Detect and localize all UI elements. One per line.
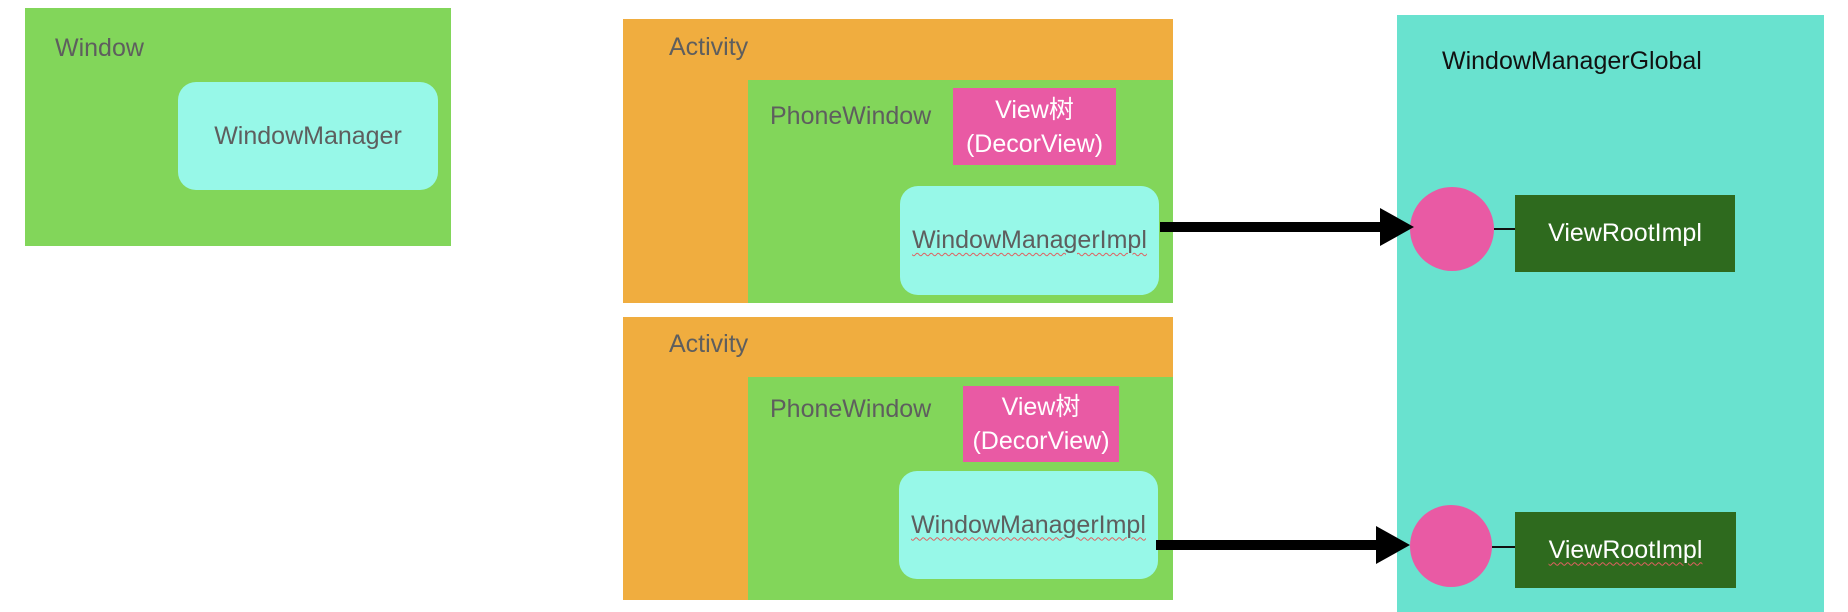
root-node-circle-2 xyxy=(1410,505,1492,587)
window-manager-label: WindowManager xyxy=(214,121,402,150)
view-tree-box-2: View树 (DecorView) xyxy=(963,386,1119,462)
arrow-1 xyxy=(1160,208,1414,246)
window-manager-global-title: WindowManagerGlobal xyxy=(1442,47,1702,75)
decor-view-label-2: (DecorView) xyxy=(972,427,1110,455)
phone-window-title-1: PhoneWindow xyxy=(770,102,932,130)
view-tree-label-2: View树 xyxy=(1001,393,1081,421)
window-manager-global-box: WindowManagerGlobal ViewRootImpl ViewRoo… xyxy=(1397,15,1824,612)
view-root-impl-label-1: ViewRootImpl xyxy=(1548,219,1702,247)
phone-window-title-2: PhoneWindow xyxy=(770,395,932,423)
arrow-2-head xyxy=(1376,526,1410,564)
view-root-impl-box-1: ViewRootImpl xyxy=(1515,195,1735,272)
arrow-1-head xyxy=(1380,208,1414,246)
window-manager-impl-box-1: WindowManagerImpl xyxy=(900,186,1159,295)
window-manager-impl-label-2: WindowManagerImpl xyxy=(911,510,1146,539)
window-manager-impl-box-2: WindowManagerImpl xyxy=(899,471,1158,579)
phone-window-box-1: PhoneWindow View树 (DecorView) WindowMana… xyxy=(748,80,1173,303)
view-tree-box-1: View树 (DecorView) xyxy=(953,88,1116,165)
view-tree-label-1: View树 xyxy=(995,95,1074,124)
arrow-2 xyxy=(1156,526,1410,564)
view-root-impl-box-2: ViewRootImpl xyxy=(1515,512,1736,588)
activity-box-1: Activity PhoneWindow View树 (DecorView) W… xyxy=(623,19,1173,303)
activity-box-2: Activity PhoneWindow View树 (DecorView) W… xyxy=(623,317,1173,600)
window-manager-box: WindowManager xyxy=(178,82,438,190)
window-title: Window xyxy=(55,34,144,62)
decor-view-label-1: (DecorView) xyxy=(965,129,1104,158)
phone-window-box-2: PhoneWindow View树 (DecorView) WindowMana… xyxy=(748,377,1173,600)
view-root-impl-label-2: ViewRootImpl xyxy=(1548,535,1703,564)
root-node-circle-1 xyxy=(1410,187,1494,271)
activity-title-2: Activity xyxy=(669,330,749,358)
window-manager-impl-label-1: WindowManagerImpl xyxy=(912,226,1147,254)
activity-title-1: Activity xyxy=(669,33,749,61)
root-connector-2 xyxy=(1492,546,1515,548)
root-connector-1 xyxy=(1494,228,1515,230)
window-box: Window WindowManager xyxy=(25,8,451,246)
